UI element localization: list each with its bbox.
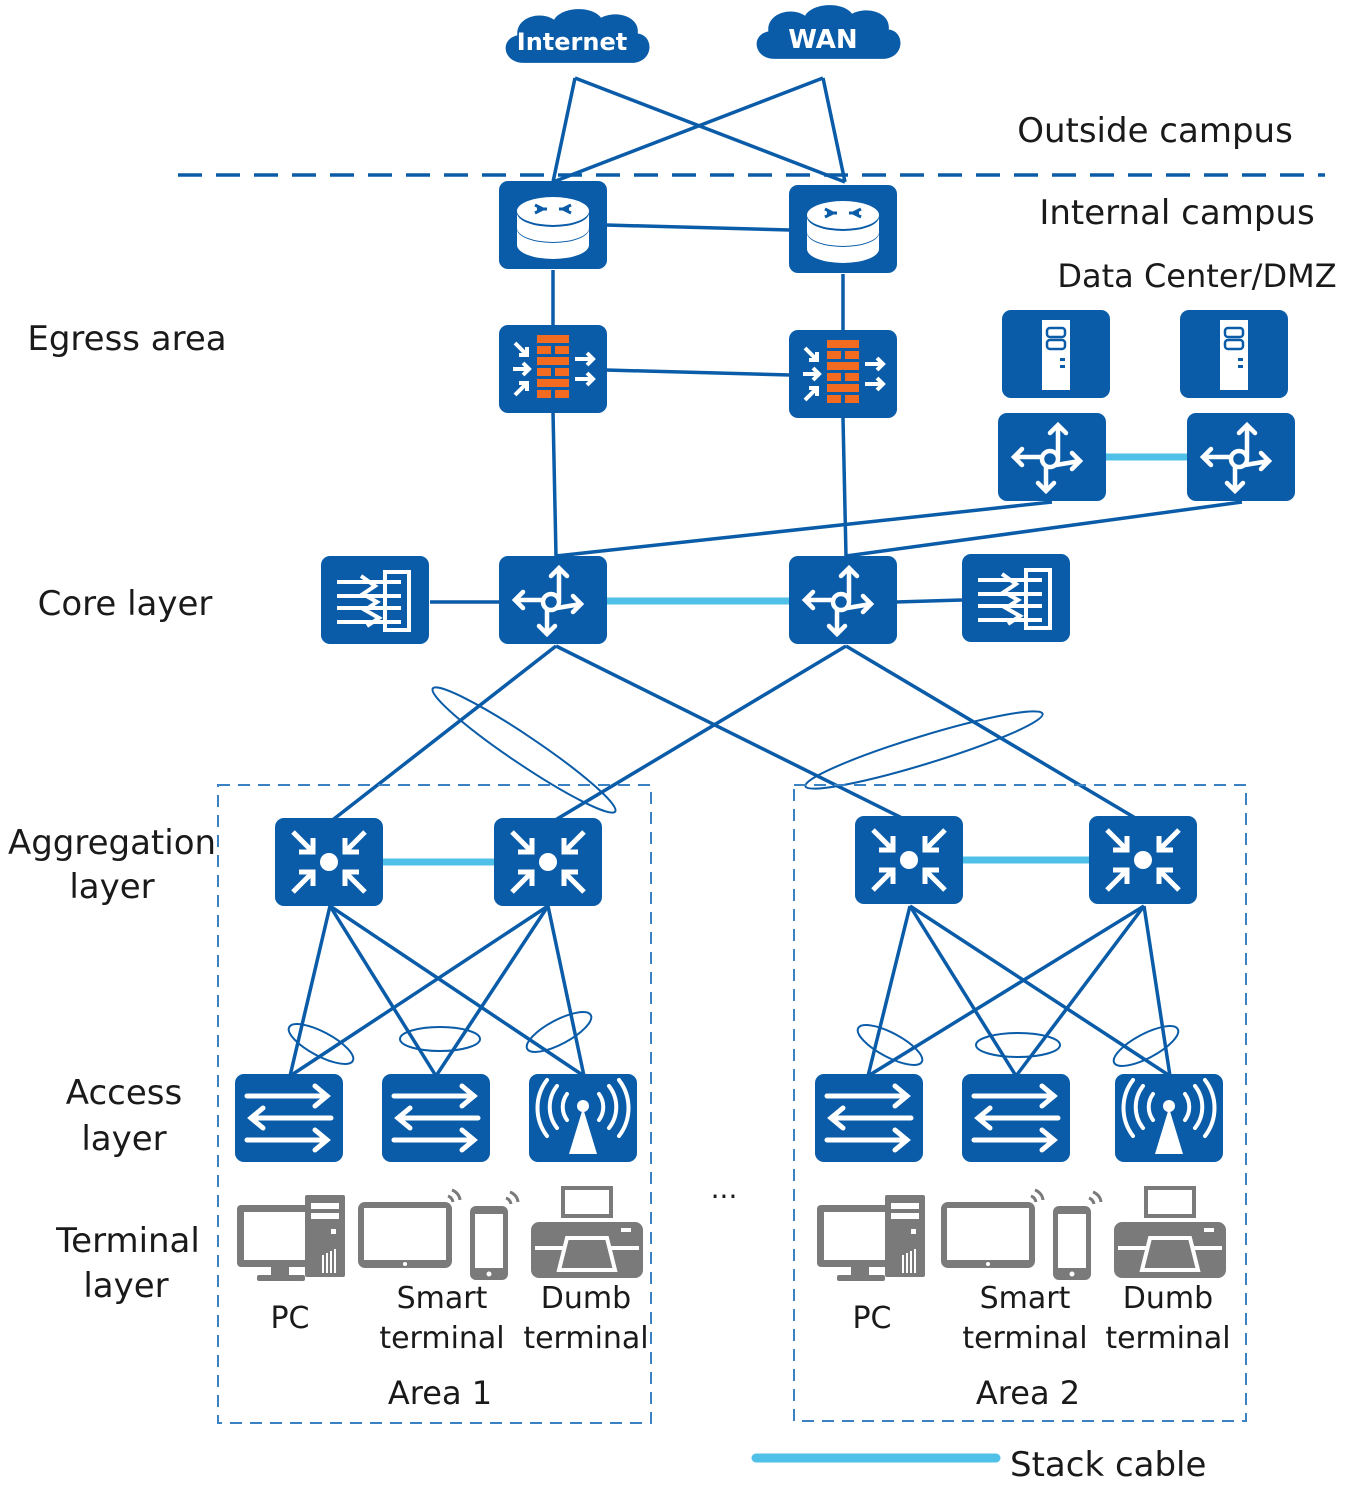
terminal-label-dumb-1: Dumb <box>1123 1281 1213 1316</box>
area-1-label: Area 1 <box>388 1374 492 1412</box>
zone-label-internal: Internal campus <box>1039 193 1314 233</box>
trunk-ellipse <box>399 1026 481 1052</box>
terminal-label-pc: PC <box>270 1301 309 1336</box>
agg-switch-area1-b-icon[interactable] <box>494 818 602 906</box>
core-service-module-2-icon[interactable] <box>960 552 1072 644</box>
core-service-module-1-icon[interactable] <box>319 554 431 646</box>
dumb-terminal-printer-icon[interactable] <box>1112 1186 1228 1280</box>
zone-label-datacenter: Data Center/DMZ <box>1057 257 1336 295</box>
link-dc2-core2 <box>845 500 1243 558</box>
core-switch-2-icon[interactable] <box>789 556 897 644</box>
layer-label-terminal-2: layer <box>83 1266 168 1306</box>
trunk-ellipse <box>856 1024 924 1066</box>
link <box>909 904 1171 1078</box>
layer-label-core: Core layer <box>38 584 213 624</box>
more-areas-ellipsis: ... <box>711 1172 738 1205</box>
link-fw1-fw2 <box>605 368 791 377</box>
trunk-ellipse <box>287 1023 355 1065</box>
link-fw1-core1 <box>551 411 558 557</box>
stack-cables <box>382 453 1188 866</box>
wan-cloud-label: WAN <box>788 25 857 55</box>
trunk-ellipse <box>431 686 617 814</box>
smart-terminal-icon[interactable] <box>939 1188 1103 1282</box>
pc-icon[interactable] <box>816 1194 926 1282</box>
dc-switch-2-icon[interactable] <box>1187 413 1295 501</box>
trunk-ellipse <box>975 1032 1061 1058</box>
zone-label-outside: Outside campus <box>1017 111 1293 151</box>
terminal-label-pc: PC <box>852 1301 891 1336</box>
link-core2-lb2 <box>895 598 963 604</box>
access-switch-area1-a-icon[interactable] <box>235 1074 343 1162</box>
terminal-label-smart-2: terminal <box>962 1321 1087 1356</box>
link <box>328 905 438 1077</box>
link <box>1142 905 1172 1077</box>
egress-router-2-icon[interactable] <box>787 183 899 275</box>
layer-label-access-1: Access <box>66 1073 182 1113</box>
agg-switch-area1-a-icon[interactable] <box>275 818 383 906</box>
link <box>289 904 549 1078</box>
core-switch-1-icon[interactable] <box>499 556 607 644</box>
internet-cloud-label: Internet <box>517 28 627 56</box>
link <box>546 905 586 1077</box>
area-2-label: Area 2 <box>976 1374 1080 1412</box>
link <box>329 904 585 1078</box>
link-router1-router2 <box>605 223 791 232</box>
links <box>288 76 1243 1078</box>
access-switch-area2-b-icon[interactable] <box>962 1074 1070 1162</box>
link-core1-agg2a <box>555 644 911 824</box>
access-switch-area2-a-icon[interactable] <box>815 1074 923 1162</box>
terminal-label-dumb-2: terminal <box>523 1321 648 1356</box>
area-1-box <box>217 784 652 1424</box>
link-internet-router1 <box>551 77 577 183</box>
link <box>866 905 912 1077</box>
terminal-label-dumb-1: Dumb <box>541 1281 631 1316</box>
link <box>867 904 1145 1078</box>
firewall-1-icon[interactable] <box>497 323 609 415</box>
link-wan-router2 <box>821 77 847 183</box>
trunk-ellipse <box>1112 1025 1180 1067</box>
area-2-box <box>793 784 1247 1422</box>
dc-switch-1-icon[interactable] <box>998 413 1106 501</box>
link <box>908 905 1018 1077</box>
link-internet-router2 <box>574 76 846 184</box>
terminal-label-smart-1: Smart <box>397 1281 488 1316</box>
egress-router-1-icon[interactable] <box>497 179 609 271</box>
link <box>1014 904 1146 1078</box>
trunk-ellipse <box>525 1011 593 1053</box>
pc-icon[interactable] <box>236 1194 346 1282</box>
dc-server-1-icon[interactable] <box>1000 308 1112 400</box>
dumb-terminal-printer-icon[interactable] <box>529 1186 645 1280</box>
link-aggregation-ellipses <box>287 686 1180 1067</box>
terminal-label-smart-2: terminal <box>379 1321 504 1356</box>
link-dc1-core1 <box>555 500 1053 558</box>
wireless-ap-area1-icon[interactable] <box>527 1072 639 1164</box>
legend-stack-cable-label: Stack cable <box>1010 1445 1206 1485</box>
link <box>288 905 332 1077</box>
access-switch-area1-b-icon[interactable] <box>382 1074 490 1162</box>
wireless-ap-area2-icon[interactable] <box>1113 1072 1225 1164</box>
link-core2-agg2b <box>845 644 1143 824</box>
firewall-2-icon[interactable] <box>787 328 899 420</box>
layer-label-aggregation-2: layer <box>69 867 154 907</box>
terminal-label-smart-1: Smart <box>980 1281 1071 1316</box>
dc-server-2-icon[interactable] <box>1178 308 1290 400</box>
layer-label-access-2: layer <box>81 1119 166 1159</box>
link-core1-agg1a <box>328 644 558 824</box>
terminal-label-dumb-2: terminal <box>1105 1321 1230 1356</box>
link <box>434 905 550 1077</box>
layer-label-egress: Egress area <box>27 319 226 359</box>
layer-label-terminal-1: Terminal <box>55 1221 200 1261</box>
agg-switch-area2-b-icon[interactable] <box>1089 816 1197 904</box>
layer-label-aggregation-1: Aggregation <box>8 823 216 863</box>
link-core2-agg1b <box>551 644 847 824</box>
link-fw2-core2 <box>841 417 848 557</box>
link-wan-router1 <box>552 76 824 184</box>
agg-switch-area2-a-icon[interactable] <box>855 816 963 904</box>
smart-terminal-icon[interactable] <box>356 1188 520 1282</box>
trunk-ellipse <box>804 710 1044 790</box>
